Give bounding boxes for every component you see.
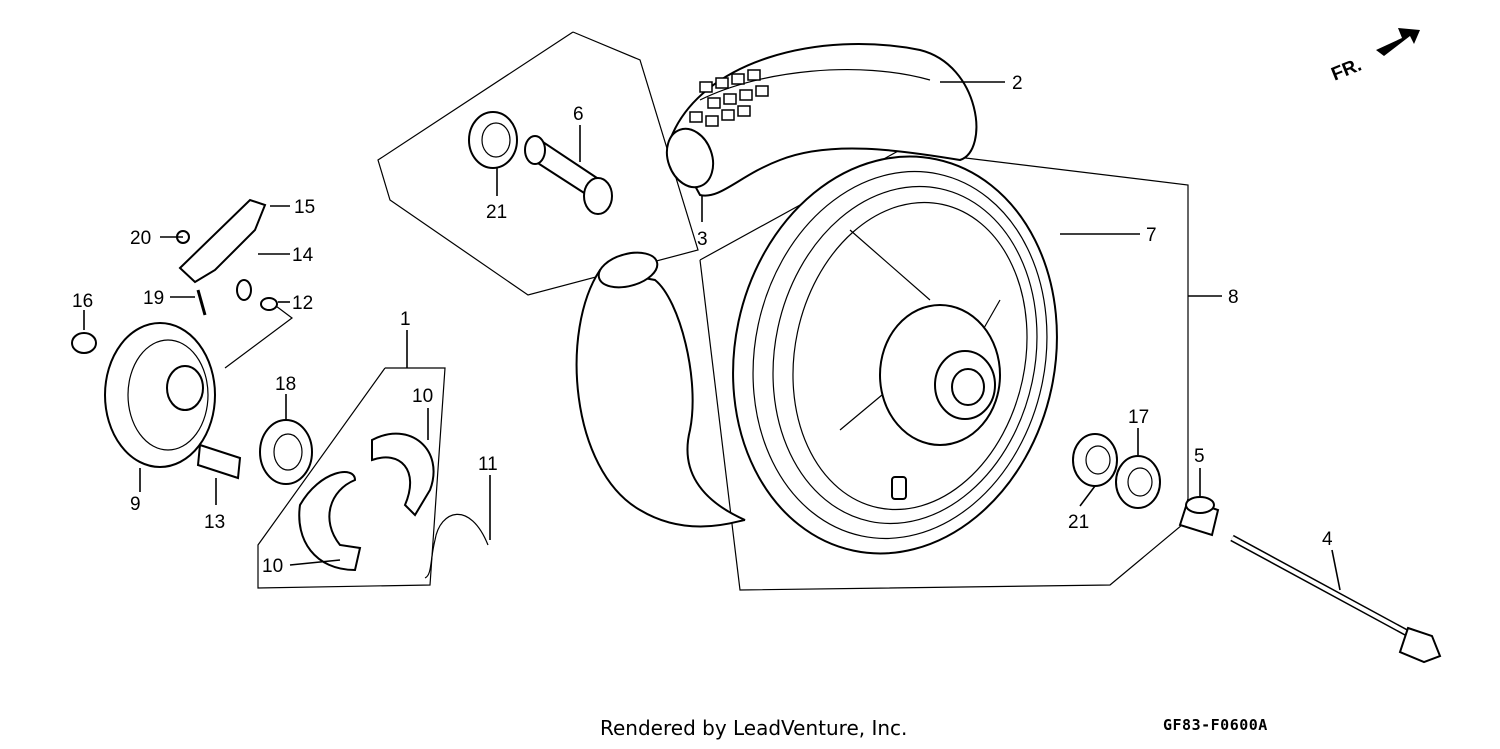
axle-bolt: [1230, 534, 1442, 664]
wheel-rim: [732, 155, 1058, 555]
brake-shoe-upper: [371, 432, 435, 517]
callout-4: 4: [1322, 529, 1333, 550]
callout-5: 5: [1194, 446, 1205, 467]
washer-12: [260, 297, 278, 311]
callout-11: 11: [478, 454, 498, 475]
diagram-code: GF83-F0600A: [1163, 716, 1268, 734]
dust-seal-18: [259, 419, 313, 485]
group-outline-bearing-collar: [377, 31, 699, 296]
brake-shoe-lower: [298, 471, 362, 572]
inner-tube: [575, 251, 746, 528]
callout-15: 15: [294, 197, 315, 218]
callout-13: 13: [204, 512, 225, 533]
distance-collar: [524, 135, 613, 215]
front-direction-indicator: FR.: [1328, 28, 1420, 86]
hex-nut-16: [71, 332, 97, 354]
side-collar: [1178, 496, 1220, 537]
bearing-bottom: [1072, 433, 1118, 487]
brake-cam: [196, 443, 242, 480]
callout-7: 7: [1146, 225, 1157, 246]
callout-16: 16: [72, 291, 93, 312]
callout-12: 12: [292, 293, 313, 314]
callout-3: 3: [697, 229, 708, 250]
front-label: FR.: [1328, 55, 1364, 86]
tire: [665, 43, 978, 197]
callout-19: 19: [143, 288, 164, 309]
front-arrow-icon: [1376, 28, 1420, 56]
shoe-spring: [424, 513, 489, 579]
callout-8: 8: [1228, 287, 1239, 308]
oil-seal-17: [1115, 455, 1161, 509]
callout-10-upper: 10: [412, 386, 433, 407]
callout-2: 2: [1012, 73, 1023, 94]
rendered-by-credit: Rendered by LeadVenture, Inc.: [600, 716, 908, 740]
callout-20: 20: [130, 228, 151, 249]
brake-arm: [178, 198, 267, 284]
group-outline-brake-shoes: [257, 367, 446, 589]
brake-panel: [104, 322, 216, 468]
callout-21-top: 21: [486, 202, 507, 223]
callout-17: 17: [1128, 407, 1149, 428]
callout-1: 1: [400, 309, 411, 330]
callout-9: 9: [130, 494, 141, 515]
bearing-top: [468, 111, 518, 169]
callout-14: 14: [292, 245, 314, 266]
callout-21-bottom: 21: [1068, 512, 1089, 533]
callout-6: 6: [573, 104, 584, 125]
group-outline-brake-linkage: [224, 299, 294, 369]
leader-lines: [83, 81, 1341, 591]
callout-18: 18: [275, 374, 296, 395]
bolt-19: [196, 289, 207, 316]
indicator-plate-14: [236, 279, 252, 301]
callout-10-lower: 10: [262, 556, 283, 577]
